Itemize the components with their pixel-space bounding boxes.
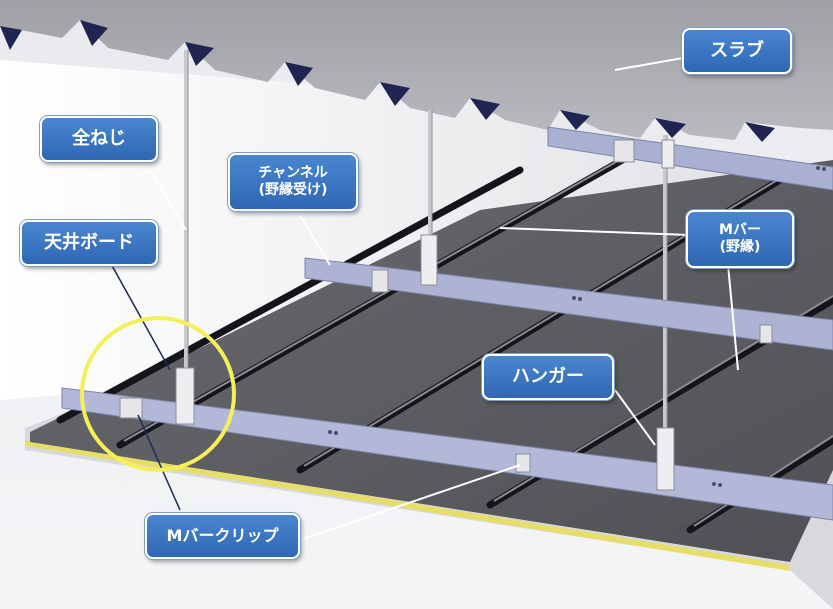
m-bar-clips: [119, 139, 773, 473]
m-bar-label-line1: Mバー: [719, 222, 761, 239]
highlight-circle: [80, 316, 236, 472]
ceiling-board-label-text: 天井ボード: [44, 232, 134, 254]
m-bar-label: Mバー (野縁): [686, 210, 794, 268]
m-bar-clip-label: Mバークリップ: [145, 513, 300, 559]
channel-front: [61, 387, 833, 521]
m-bar-label-line2: (野縁): [719, 239, 761, 255]
channel-label: チャンネル (野縁受け): [228, 153, 358, 211]
ceiling-board-label: 天井ボード: [20, 220, 158, 266]
slab: [0, 0, 833, 140]
hanger-label: ハンガー: [482, 354, 614, 400]
board-edge-yellow: [25, 440, 790, 571]
slab-label-text: スラブ: [710, 40, 764, 62]
hangers: [175, 139, 675, 491]
slab-label: スラブ: [682, 28, 792, 74]
m-bar-clip-label-text: Mバークリップ: [166, 526, 279, 546]
channel-label-line2: (野縁受け): [258, 182, 328, 198]
threaded-rod-label: 全ねじ: [40, 116, 158, 162]
leader-lines-dark: [109, 261, 181, 511]
threaded-rod-label-text: 全ねじ: [72, 128, 126, 150]
slab-corrugations: [0, 20, 775, 142]
hanger-label-text: ハンガー: [512, 366, 584, 388]
channel-label-line1: チャンネル: [258, 165, 328, 182]
channel-dots: [328, 166, 826, 487]
